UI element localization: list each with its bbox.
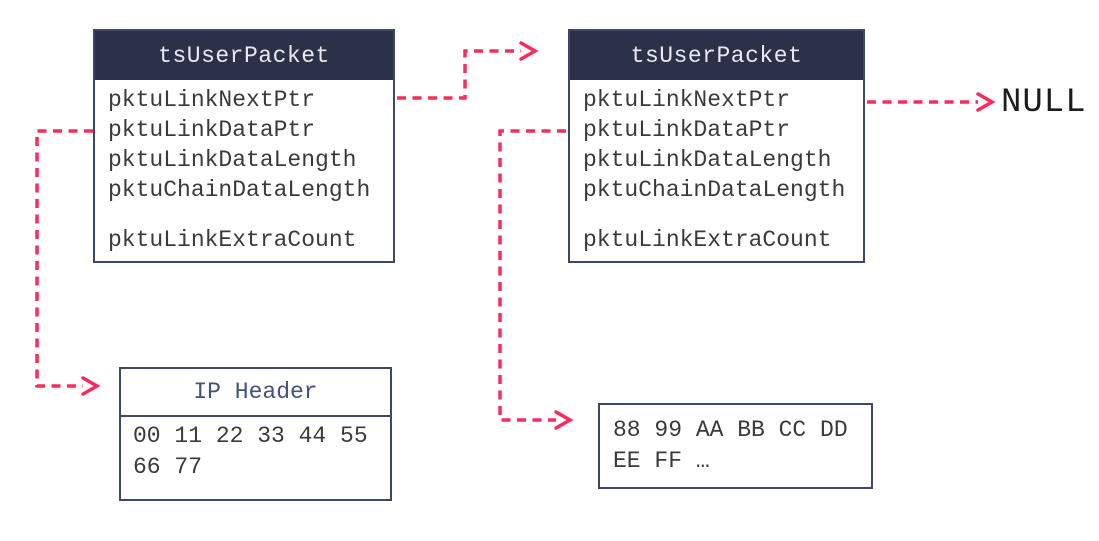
packet-left-title: tsUserPacket: [95, 31, 393, 80]
data-bytes-box: 88 99 AA BB CC DD EE FF …: [598, 403, 873, 489]
field-pktulinkdatalength: pktuLinkDataLength: [108, 147, 357, 173]
ip-header-title: IP Header: [121, 369, 390, 417]
arrow-dataptr-left-to-ip-header: [35, 129, 101, 396]
field-pktulinkdataptr: pktuLinkDataPtr: [108, 117, 316, 143]
arrow-nextptr-left-to-packet2: [397, 41, 539, 100]
field-spacer: [583, 205, 853, 225]
packet-box-left: tsUserPacket pktuLinkNextPtr pktuLinkDat…: [93, 29, 395, 263]
field-pktulinknextptr: pktuLinkNextPtr: [583, 87, 791, 113]
field-pktulinkdataptr: pktuLinkDataPtr: [583, 117, 791, 143]
field-spacer: [108, 205, 383, 225]
hex-line: 00 11 22 33 44 55: [133, 423, 368, 449]
packet-left-fields: pktuLinkNextPtr pktuLinkDataPtr pktuLink…: [95, 80, 393, 255]
field-pktuchaindatalength: pktuChainDataLength: [583, 177, 846, 203]
field-pktulinkextracount: pktuLinkExtraCount: [583, 227, 832, 253]
data-bytes: 88 99 AA BB CC DD EE FF …: [600, 405, 871, 477]
arrow-dataptr-right-to-data-bytes: [498, 129, 574, 430]
packet-right-title: tsUserPacket: [570, 31, 863, 80]
field-pktulinknextptr: pktuLinkNextPtr: [108, 87, 316, 113]
hex-line: EE FF …: [613, 448, 710, 474]
field-pktulinkextracount: pktuLinkExtraCount: [108, 227, 357, 253]
hex-line: 88 99 AA BB CC DD: [613, 417, 848, 443]
hex-line: 66 77: [133, 454, 203, 480]
arrow-nextptr-right-to-null: [867, 92, 996, 112]
null-terminator-label: NULL: [1001, 84, 1087, 122]
field-pktuchaindatalength: pktuChainDataLength: [108, 177, 371, 203]
packet-right-fields: pktuLinkNextPtr pktuLinkDataPtr pktuLink…: [570, 80, 863, 255]
ip-header-box: IP Header 00 11 22 33 44 55 66 77: [119, 367, 392, 501]
packet-box-right: tsUserPacket pktuLinkNextPtr pktuLinkDat…: [568, 29, 865, 263]
ip-header-bytes: 00 11 22 33 44 55 66 77: [121, 417, 390, 483]
field-pktulinkdatalength: pktuLinkDataLength: [583, 147, 832, 173]
